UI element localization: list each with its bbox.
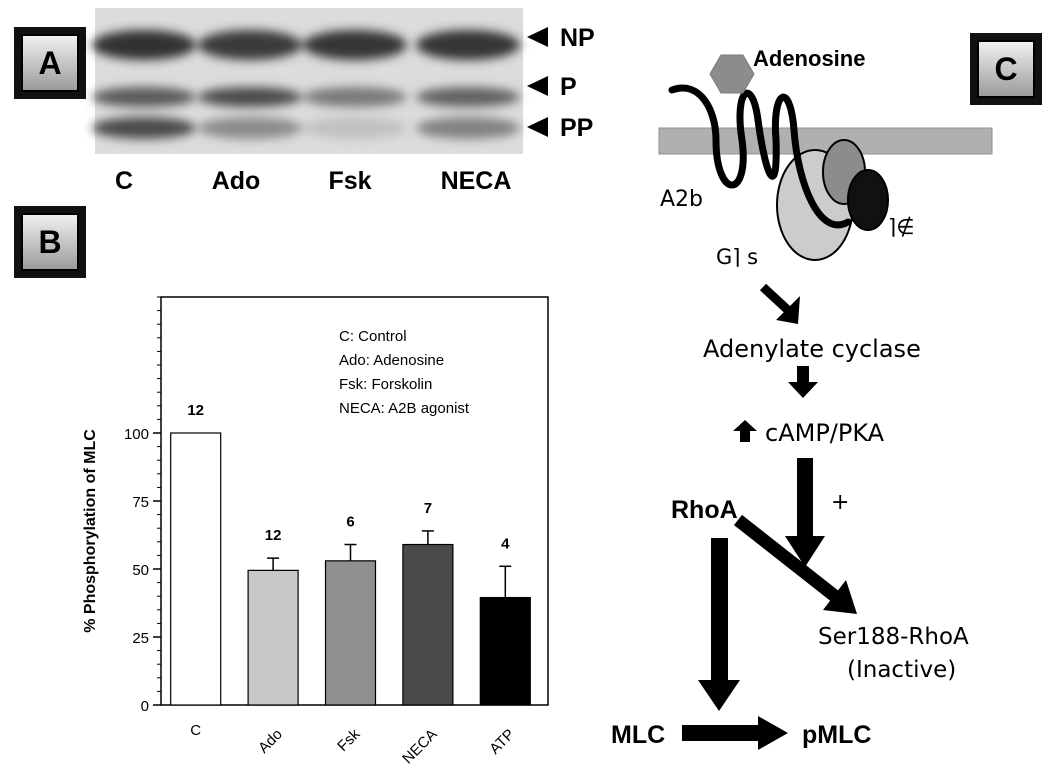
y-tick-label: 50 xyxy=(132,562,149,579)
rhoa-to-ser188-arrow-shaft xyxy=(733,514,841,603)
mlc-label: MLC xyxy=(611,721,665,749)
blot-band-np-ado xyxy=(198,30,302,60)
y-tick-label: 25 xyxy=(132,630,149,647)
gs-to-ac-arrow-head xyxy=(776,296,800,324)
y-axis-label: % Phosphorylation of MLC xyxy=(82,429,99,633)
rhoa-label: RhoA xyxy=(671,496,738,524)
a2b-receptor xyxy=(668,84,852,229)
blot-band-np-neca xyxy=(416,30,520,60)
cell-membrane xyxy=(658,127,993,155)
y-tick-label: 100 xyxy=(124,426,149,443)
bar-chart: 0 25 50 75 100 12 12 6 7 4 C Ado Fsk NECA ATP C: Con… xyxy=(82,296,549,767)
blot-band-pp-neca xyxy=(416,117,520,139)
adenylate-cyclase-label: Adenylate cyclase xyxy=(703,335,921,363)
blot-band-p-ado xyxy=(198,87,302,107)
legend-entry: Fsk: Forskolin xyxy=(339,376,432,393)
band-marker-arrow xyxy=(527,76,548,96)
bar-c xyxy=(170,432,222,706)
band-label-pp: PP xyxy=(560,114,593,142)
blot-band-p-fsk xyxy=(303,87,407,107)
g-gamma-subunit xyxy=(847,169,889,231)
adenosine-label: Adenosine xyxy=(753,46,865,71)
blot-lane-label: Ado xyxy=(212,167,261,195)
mlc-to-pmlc-arrow-shaft xyxy=(682,725,760,741)
blot-lane-label: NECA xyxy=(441,167,512,195)
blot-band-np-c xyxy=(92,30,196,60)
legend-entry: NECA: A2B agonist xyxy=(339,400,470,417)
bar-atp xyxy=(479,596,531,706)
pathway-diagram: Adenosine A2b G⌉ s ⌉∉ Adenylate cyclase … xyxy=(611,46,993,750)
y-tick-label: 0 xyxy=(141,698,149,715)
bar-neca xyxy=(402,543,454,706)
n-label: 7 xyxy=(424,500,432,517)
blot-band-p-neca xyxy=(416,87,520,107)
bar-ado xyxy=(247,569,299,706)
western-blot xyxy=(92,8,523,154)
band-marker-arrow xyxy=(527,117,548,137)
rhoa-to-ser188-arrow-head xyxy=(823,580,857,614)
n-label: 12 xyxy=(187,402,204,419)
x-tick-label: Fsk xyxy=(334,725,363,754)
n-label: 6 xyxy=(346,514,354,531)
rhoa-to-pmlc-arrow-shaft xyxy=(711,538,728,682)
y-tick-label: 75 xyxy=(132,494,149,511)
camp-pka-label: cAMP/PKA xyxy=(765,419,885,447)
pka-to-ser188-arrow-shaft xyxy=(797,458,813,538)
ac-to-camp-arrow-head xyxy=(788,382,818,398)
gs-to-ac-arrow-shaft xyxy=(759,283,794,316)
band-label-p: P xyxy=(560,73,577,101)
blot-lane-label: C xyxy=(115,167,133,195)
adenosine-ligand xyxy=(709,54,755,94)
n-label: 4 xyxy=(501,535,510,552)
ser188-label-line1: Ser188-RhoA xyxy=(818,624,969,650)
band-label-np: NP xyxy=(560,24,595,52)
band-marker-arrow xyxy=(527,27,548,47)
panel-badge-b: B xyxy=(14,206,86,278)
panel-badge-c: C xyxy=(970,33,1042,105)
panel-label-a: A xyxy=(38,45,61,81)
blot-band-np-fsk xyxy=(303,30,407,60)
blot-lane-label: Fsk xyxy=(328,167,371,195)
panel-label-b: B xyxy=(38,224,61,260)
legend-entry: Ado: Adenosine xyxy=(339,352,444,369)
rhoa-to-pmlc-arrow-head xyxy=(698,680,740,711)
panel-badge-a: A xyxy=(14,27,86,99)
x-tick-label: Ado xyxy=(255,726,286,757)
legend-entry: C: Control xyxy=(339,328,407,345)
pka-to-ser188-arrow-head xyxy=(785,536,825,567)
bar-fsk xyxy=(324,560,377,706)
blot-band-pp-fsk xyxy=(303,117,407,139)
plus-sign: + xyxy=(831,490,849,515)
ser188-label-line2: (Inactive) xyxy=(847,657,956,683)
ac-to-camp-arrow-shaft xyxy=(797,366,809,384)
n-label: 12 xyxy=(265,527,282,544)
x-tick-label: C xyxy=(190,722,201,739)
receptor-label: A2b xyxy=(660,187,703,212)
g-beta-gamma-label: ⌉∉ xyxy=(888,215,915,239)
x-tick-label: ATP xyxy=(486,726,518,758)
mlc-to-pmlc-arrow-head xyxy=(758,716,788,750)
blot-band-pp-ado xyxy=(198,117,302,139)
blot-band-pp-c xyxy=(92,117,196,139)
g-alpha-label: G⌉ s xyxy=(716,245,758,269)
panel-label-c: C xyxy=(994,51,1017,87)
blot-band-p-c xyxy=(92,87,196,107)
pmlc-label: pMLC xyxy=(802,721,871,749)
x-tick-label: NECA xyxy=(399,726,440,767)
increase-arrow xyxy=(733,420,757,442)
